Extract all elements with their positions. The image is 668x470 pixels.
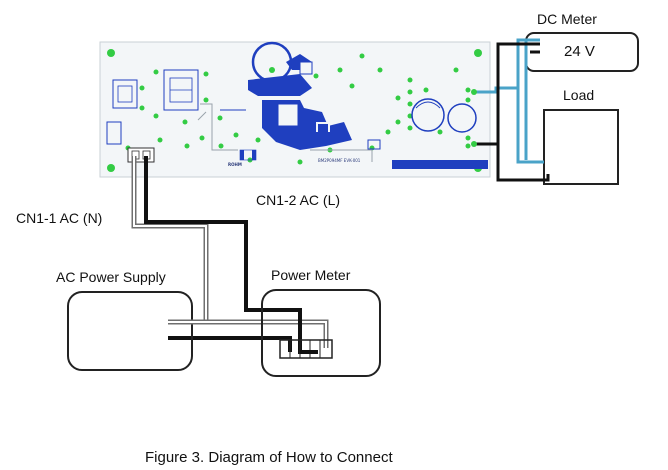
mount-pad-tr bbox=[474, 49, 482, 57]
load-label: Load bbox=[563, 87, 594, 103]
bridge-diode bbox=[106, 121, 122, 145]
output-capacitor-2 bbox=[447, 103, 477, 133]
rohm-logo-text: ROHM bbox=[228, 162, 242, 167]
board-name-text: BM2P094MF EVK-001 bbox=[318, 158, 361, 163]
cn1-1-label: CN1-1 AC (N) bbox=[16, 210, 102, 226]
optocoupler bbox=[367, 139, 381, 150]
mount-pad-bl bbox=[107, 164, 115, 172]
transformer-filter bbox=[163, 69, 199, 111]
ac-power-supply-label: AC Power Supply bbox=[56, 269, 166, 285]
dc-meter-reading: 24 V bbox=[564, 43, 595, 60]
copper-traces bbox=[220, 54, 488, 169]
power-meter-box bbox=[261, 289, 381, 377]
common-mode-choke bbox=[112, 79, 138, 109]
dc-meter: DC Meter 24 V bbox=[525, 11, 639, 72]
gray-traces bbox=[197, 103, 373, 162]
ac-input-wires bbox=[131, 156, 329, 354]
load-box bbox=[543, 109, 619, 185]
cn1-2-label: CN1-2 AC (L) bbox=[256, 192, 340, 208]
ac-power-supply: AC Power Supply bbox=[56, 269, 206, 371]
dc-meter-label: DC Meter bbox=[537, 11, 597, 27]
power-meter-terminal bbox=[279, 339, 333, 359]
bottom-blue-trace bbox=[392, 160, 488, 169]
load: Load bbox=[543, 87, 619, 185]
output-capacitor-1 bbox=[411, 98, 445, 132]
mount-pad-tl bbox=[107, 49, 115, 57]
ac-power-supply-box bbox=[67, 291, 193, 371]
evaluation-board: BM2P094MF EVK-001 ROHM bbox=[99, 41, 491, 178]
power-meter: Power Meter bbox=[261, 267, 381, 377]
controller-ic bbox=[318, 124, 328, 132]
figure-caption: Figure 3. Diagram of How to Connect bbox=[145, 449, 393, 466]
power-meter-label: Power Meter bbox=[271, 267, 351, 283]
dc-output-wires bbox=[471, 38, 550, 182]
